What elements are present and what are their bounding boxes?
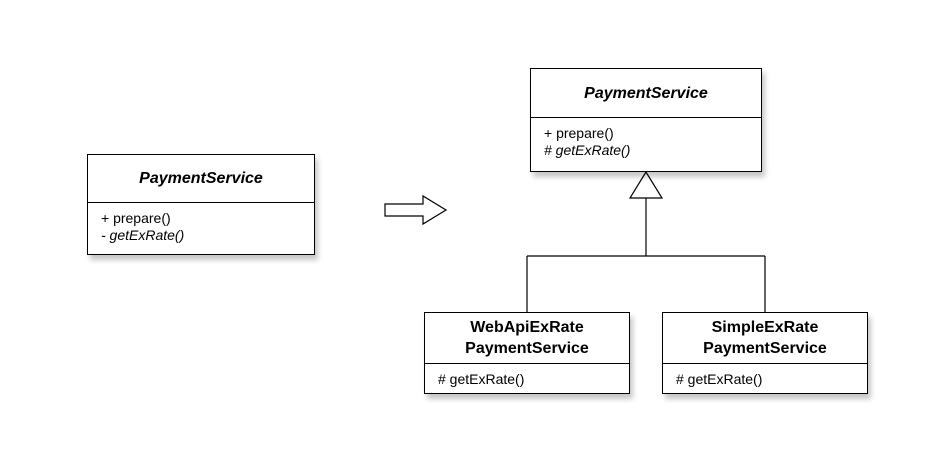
parent-op-prepare: + prepare() xyxy=(544,125,614,141)
simple-op-getexrate: # getExRate() xyxy=(676,371,763,387)
webapi-class-name-compartment: WebApiExRate PaymentService xyxy=(425,313,629,364)
simple-class-name-compartment: SimpleExRate PaymentService xyxy=(663,313,867,364)
webapi-exrate-payment-service-class: WebApiExRate PaymentService # getExRate(… xyxy=(424,312,630,394)
parent-class-name-compartment: PaymentService xyxy=(531,69,761,118)
left-class-name-compartment: PaymentService xyxy=(88,155,314,203)
left-class-operations: + prepare() - getExRate() xyxy=(88,203,314,244)
transform-arrow-icon xyxy=(384,194,448,226)
webapi-class-operations: # getExRate() xyxy=(425,364,629,388)
parent-class-operations: + prepare() # getExRate() xyxy=(531,118,761,159)
webapi-class-name-line2: PaymentService xyxy=(465,340,589,357)
webapi-op-getexrate: # getExRate() xyxy=(438,371,525,387)
simple-exrate-payment-service-class: SimpleExRate PaymentService # getExRate(… xyxy=(662,312,868,394)
parent-payment-service-class: PaymentService + prepare() # getExRate() xyxy=(530,68,762,172)
left-op-getexrate: - getExRate() xyxy=(101,227,185,243)
left-payment-service-class: PaymentService + prepare() - getExRate() xyxy=(87,154,315,255)
simple-class-name-line2: PaymentService xyxy=(703,340,827,357)
webapi-class-name-line1: WebApiExRate xyxy=(470,319,584,336)
simple-class-name-line1: SimpleExRate xyxy=(711,319,819,336)
simple-class-operations: # getExRate() xyxy=(663,364,867,388)
parent-class-name: PaymentService xyxy=(584,84,708,102)
parent-op-getexrate: # getExRate() xyxy=(544,142,631,158)
left-class-name: PaymentService xyxy=(139,170,263,187)
left-op-prepare: + prepare() xyxy=(101,210,171,226)
generalization-triangle-icon xyxy=(628,170,664,199)
